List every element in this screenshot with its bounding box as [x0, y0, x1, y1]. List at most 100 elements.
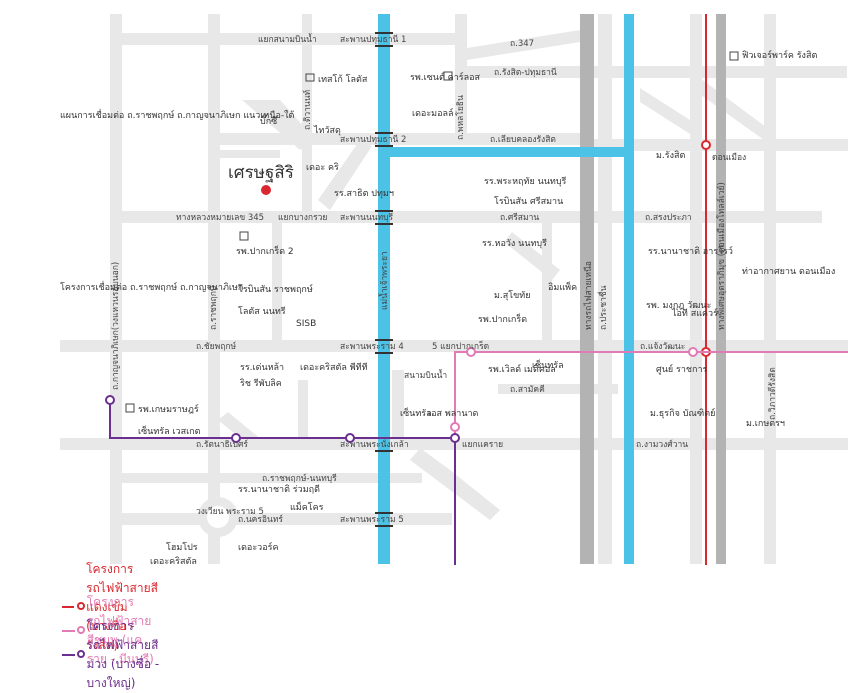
label-khae-rai: แยกแคราย [462, 440, 503, 450]
label-pakkret-junction: 5 แยกปากเกร็ด [432, 340, 489, 352]
label-r347: ถ.347 [510, 39, 534, 49]
poi-future-park: ฟิวเจอร์พาร์ค รังสิต [742, 49, 817, 61]
road-samakkhi [498, 384, 618, 394]
poi-city-link2: โครงการเชื่อมต่อ ถ.ราชพฤกษ์ ถ.กาญจนาภิเษ… [60, 280, 243, 293]
future-park-icon [729, 51, 739, 61]
landmark-pin [261, 185, 271, 195]
poi-robinson-rp: โรบินสัน ราชพฤกษ์ [238, 283, 313, 295]
poi-thai-tower: ไทวัสดุ [313, 125, 341, 136]
road-kanchanaphisek [110, 14, 122, 564]
pink-line-station-chaeng [688, 347, 698, 357]
legend-red-dot [77, 602, 85, 610]
road-diag-4 [640, 88, 690, 134]
poi-kindergarten: รร.เด่นหล้า [240, 362, 284, 373]
label-vibhavadi: ถ.วิภาวดีรังสิต [767, 367, 778, 420]
legend-pink-dot [77, 626, 85, 634]
poi-sisb: SISB [296, 319, 316, 329]
chaophraya-river [378, 14, 390, 564]
pois: ฟิวเจอร์พาร์ค รังสิต เทสโก้ โลตัส รพ.เซน… [60, 49, 835, 567]
poi-esplanade: เอส พลานาด [428, 409, 479, 419]
road-vibhavadi [690, 14, 702, 564]
poi-central-rattana: เซ็นทรัล [400, 406, 432, 419]
poi-central-ratchaphruek: รร.นานาชาติ ร่วมฤดี [238, 484, 320, 495]
bridge-marks [375, 32, 393, 527]
label-ngamwongwan: ถ.งามวงศ์วาน [636, 439, 688, 450]
road-diag-1 [242, 100, 316, 150]
road-tiwanon-north [302, 14, 312, 214]
poi-central-plaza: เดอะ คริ [306, 162, 339, 173]
poi-the-walk: เดอะวอร์ค [238, 541, 278, 553]
red-line-station-rangsit [701, 140, 711, 150]
poi-big-c: บิ๊กซี [260, 114, 277, 127]
poi-city-link: แผนการเชื่อมต่อ ถ.ราชพฤกษ์ ถ.กาญจนาภิเษก… [60, 108, 295, 121]
poi-robinson: โรบินสัน ศรีสมาน [494, 196, 563, 207]
legend-red-line [62, 602, 85, 610]
label-rangsit-north: ถ.พหลโยธิน [455, 95, 466, 140]
road-soi-4 [298, 380, 308, 438]
poi-kasem-hosp: รพ.เกษมราษฎร์ [138, 403, 199, 415]
poi-government-center: ศูนย์ ราชการ [656, 363, 707, 375]
label-bypass345: ทางหลวงหมายเลข 345 [176, 213, 264, 223]
label-rattanathibet: ถ.รัตนาธิเบศร์ [196, 439, 248, 450]
label-sri-saman: ถ.ศรีสมาน [500, 212, 539, 223]
canal-prem [624, 14, 634, 564]
legend-purple-line [62, 650, 85, 658]
poi-homepro: โฮมโปร [166, 542, 198, 553]
poi-the-crystal2: เดอะคริสตัล [150, 556, 197, 567]
rama5-circle-center [207, 506, 229, 528]
legend-purple-dot [77, 650, 85, 658]
poi-pakkret-hosp: รพ.ปากเกร็ด 2 [236, 244, 294, 257]
poi-u-thurakit: ม.ธุรกิจ บัณฑิตย์ [650, 407, 715, 419]
label-don-mueang-station: ดอนเมือง [712, 152, 746, 163]
label-chaengwattana: ถ.แจ้งวัฒนะ [640, 341, 685, 352]
legend-pink-line [62, 626, 85, 634]
poi-impact: อิมแพ็ค [548, 280, 577, 293]
purple-line-station-phranangklao [345, 433, 355, 443]
landmark-name: เศรษฐสิริ [228, 163, 294, 183]
pink-line-station-pakkret [466, 347, 476, 357]
label-ratchaphruek: ถ.ราชพฤกษ์ [208, 285, 219, 330]
poi-school-chinese: รร.หอวัง นนทบุรี [482, 238, 547, 249]
purple-line [105, 395, 460, 565]
poi-cent-hospital: รพ.เซนต์ คาร์ลอส [410, 71, 480, 83]
legend-red-label: โครงการรถไฟฟ้าสายสีแดงเข้ม (บางซื่อ - รั… [86, 561, 158, 652]
label-rangsit-pathum: ถ.รังสิต-ปทุมธานี [494, 67, 557, 78]
poi-tesco: เทสโก้ โลตัส [318, 74, 368, 85]
label-tollway: ทางพิเศษอุตราภิมุข (ดอนเมืองโทลล์เวย์) [716, 182, 727, 330]
purple-line-station-kanchana [105, 395, 115, 405]
label-rail: ทางรถไฟสายเหนือ [583, 261, 594, 330]
purple-line-station-khaerai [450, 433, 460, 443]
road-rangsit-pathum [467, 66, 847, 78]
poi-u-sukhothai: ม.สุโขทัย [494, 290, 530, 301]
poi-the-mall: เดอะมอลล์ [412, 107, 454, 119]
label-liap-rangsit: ถ.เลียบคลองรังสิต [490, 134, 556, 145]
canal-rangsit [390, 147, 630, 157]
road-sanambinnam-2 [392, 370, 404, 440]
label-bridge-phranangklao: สะพานพระนั่งเกล้า [340, 438, 409, 450]
poi-christ: เดอะคริสตัล พีทีที [300, 362, 368, 373]
poi-u-rangsit: ม.รังสิต [656, 150, 686, 161]
label-samakkhi: ถ.สามัคคี [510, 384, 545, 395]
map: เศรษฐสิริ แยกสนามบินน้ำ สะพานปทุมธานี 1 … [60, 14, 848, 567]
label-bridge-pathum2: สะพานปทุมธานี 2 [340, 134, 406, 145]
road-soi-2 [272, 223, 282, 343]
pakkret2-hospital-icon [239, 231, 249, 241]
road-345 [318, 140, 372, 210]
poi-world-med: รพ.เวิลด์ เมดิคอล [488, 363, 556, 375]
purple-line-station-rattanathibet [231, 433, 241, 443]
poi-central-chaeng: เซ็นทรัล [532, 358, 564, 371]
legend-row-red: โครงการรถไฟฟ้าสายสีแดงเข้ม (บางซื่อ - รั… [62, 562, 161, 652]
poi-u-kasetsart: ม.เกษตรฯ [746, 419, 785, 429]
road-bypass345 [122, 211, 822, 223]
poi-makro: แม็คโคร [290, 500, 324, 513]
poi-central-westgate: เซ็นทรัล เวสเกต [138, 424, 201, 437]
legend-purple-label: โครงการรถไฟฟ้าสายสีม่วง (บางซื่อ - บางให… [86, 619, 160, 690]
legend-row-purple: โครงการรถไฟฟ้าสายสีม่วง (บางซื่อ - บางให… [62, 619, 163, 690]
label-bridge-rama4: สะพานพระราม 4 [340, 342, 404, 352]
road-diag-5 [694, 78, 770, 140]
road-chaiyaphruek [60, 340, 848, 352]
poi-pakkret-hospital: รพ.ปากเกร็ด [478, 312, 527, 325]
tesco-icon [305, 73, 315, 82]
poi-school-nana: รร.นานาชาติ ฮารโรว์ [648, 245, 733, 257]
legend-pink-label: โครงการรถไฟฟ้าสายสีชมพู (แคราย - มีนบุรี… [86, 595, 154, 666]
